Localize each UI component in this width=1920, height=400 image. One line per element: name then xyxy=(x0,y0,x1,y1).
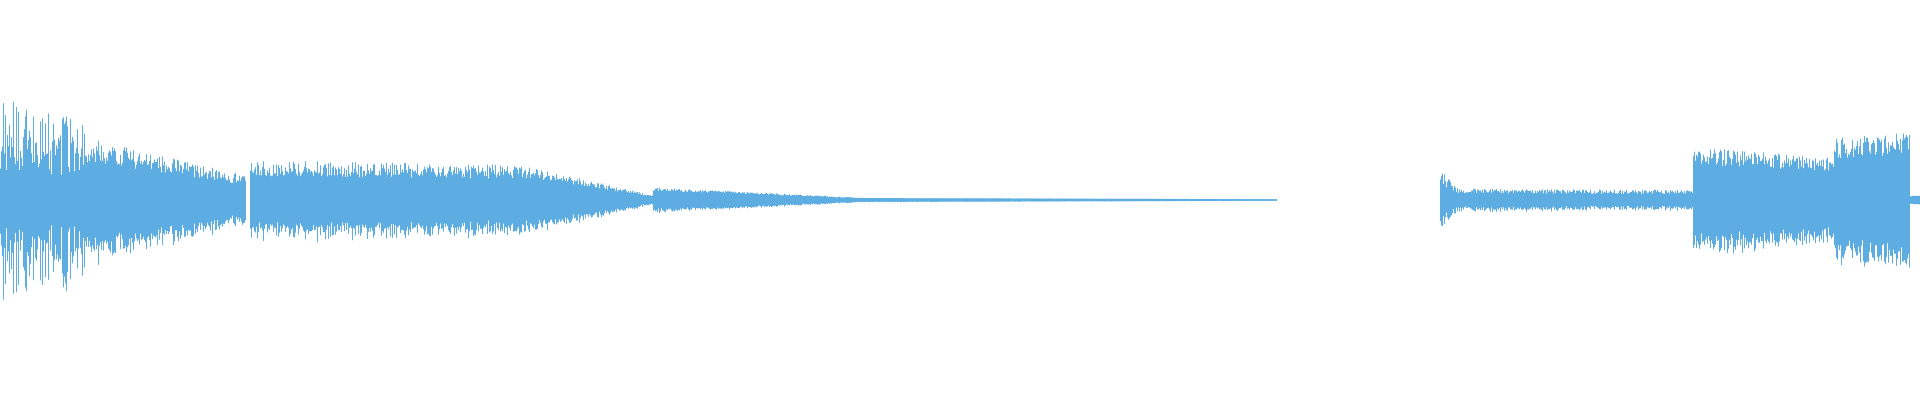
waveform-segment-sustain-2 xyxy=(653,187,864,214)
waveform-path xyxy=(1834,133,1910,268)
waveform-path xyxy=(653,187,864,214)
waveform-path xyxy=(1910,195,1920,205)
waveform-path xyxy=(0,101,86,300)
waveform-path xyxy=(528,167,653,232)
waveform-path xyxy=(1459,188,1693,213)
waveform-segment-main-body-1 xyxy=(250,161,528,243)
waveform-segment-end-dip xyxy=(1910,195,1920,205)
waveform-segment-return-low xyxy=(1459,188,1693,213)
waveform-path xyxy=(250,161,528,243)
waveform-segment-intro-noisy xyxy=(0,101,86,300)
waveform-bars xyxy=(0,101,1920,300)
waveform-segment-return-onset xyxy=(1440,173,1459,227)
waveform-path xyxy=(1440,173,1459,227)
waveform-segment-decay-1 xyxy=(528,167,653,232)
waveform-segment-intro-dense xyxy=(86,140,246,265)
waveform-path xyxy=(1693,149,1834,254)
waveform-path xyxy=(86,140,246,265)
waveform-segment-return-loud xyxy=(1693,149,1834,254)
waveform-segment-final-peak xyxy=(1834,133,1910,268)
